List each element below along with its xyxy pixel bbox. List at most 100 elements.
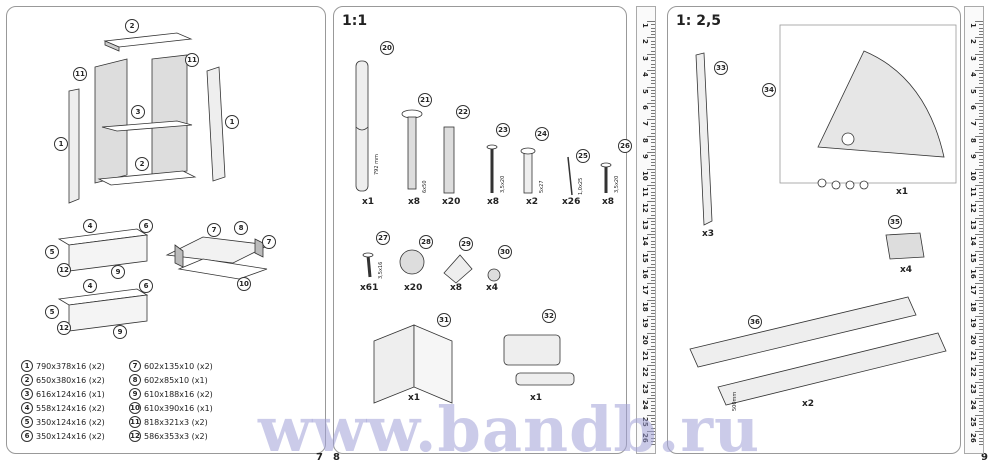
ruler-tick bbox=[979, 394, 983, 396]
callout-2-bottom: 2 bbox=[135, 157, 149, 171]
ruler-number: 10 bbox=[969, 170, 977, 181]
ruler-tick bbox=[979, 417, 983, 419]
ruler-tick bbox=[651, 240, 655, 242]
callout-drawer2-6: 6 bbox=[139, 279, 153, 293]
ruler-number: 7 bbox=[641, 121, 649, 127]
ruler-number: 16 bbox=[641, 269, 649, 279]
ruler-tick bbox=[979, 270, 983, 272]
ruler-tick bbox=[651, 178, 655, 180]
callout-22: 22 bbox=[456, 105, 470, 119]
ruler-tick bbox=[979, 112, 983, 114]
ruler-tick bbox=[651, 371, 655, 373]
ruler-tick bbox=[975, 267, 983, 268]
ruler-tick bbox=[651, 401, 655, 403]
ruler-tick bbox=[979, 342, 983, 344]
ruler-tick bbox=[979, 96, 983, 98]
page-number-left: 7 bbox=[316, 452, 323, 463]
dim-21: 6x50 bbox=[422, 180, 428, 193]
ruler-tick bbox=[647, 234, 655, 236]
ruler-tick bbox=[979, 214, 983, 216]
ruler-tick bbox=[975, 316, 983, 318]
ruler-tick bbox=[979, 319, 983, 321]
ruler-tick bbox=[979, 230, 983, 232]
ruler-tick bbox=[979, 345, 983, 347]
callout-2-top: 2 bbox=[125, 19, 139, 33]
ruler-tick bbox=[979, 371, 983, 373]
ruler-tick bbox=[979, 391, 983, 393]
callout-28: 28 bbox=[419, 235, 433, 249]
ruler-tick bbox=[651, 286, 655, 288]
ruler-tick bbox=[979, 293, 983, 295]
hardware-drawings-large bbox=[689, 24, 957, 406]
callout-34: 34 bbox=[762, 83, 776, 97]
ruler-tick bbox=[651, 289, 655, 291]
ruler-tick bbox=[979, 244, 983, 246]
ruler-tick bbox=[651, 273, 655, 275]
callout-tray-7b: 7 bbox=[262, 235, 276, 249]
ruler-tick bbox=[647, 168, 655, 170]
ruler-tick bbox=[651, 96, 655, 98]
ruler-tick bbox=[651, 204, 655, 206]
ruler-number: 14 bbox=[969, 236, 977, 246]
ruler-tick bbox=[979, 66, 983, 68]
ruler-tick bbox=[979, 188, 983, 190]
ruler-tick bbox=[647, 267, 655, 268]
ruler-tick bbox=[975, 185, 983, 186]
ruler-tick bbox=[979, 211, 983, 213]
ruler-tick bbox=[651, 145, 655, 147]
callout-11-right: 11 bbox=[185, 53, 199, 67]
cabinet-exploded-drawing bbox=[57, 32, 271, 332]
ruler-number: 13 bbox=[641, 219, 649, 230]
ruler-tick bbox=[979, 125, 983, 127]
callout-24: 24 bbox=[535, 127, 549, 141]
ruler-tick bbox=[651, 368, 655, 370]
ruler-tick bbox=[979, 93, 983, 95]
ruler-tick bbox=[651, 125, 655, 127]
dim-26: 3,5x20 bbox=[614, 175, 620, 193]
ruler-tick bbox=[979, 329, 983, 331]
ruler-tick bbox=[979, 181, 983, 183]
ruler-tick bbox=[975, 381, 983, 383]
ruler-tick bbox=[651, 34, 655, 36]
qty-36: x2 bbox=[802, 399, 815, 409]
ruler-tick bbox=[651, 427, 655, 429]
callout-drawer2-12: 12 bbox=[57, 321, 71, 335]
ruler-tick bbox=[979, 404, 983, 406]
ruler-tick bbox=[979, 358, 983, 360]
ruler-tick bbox=[651, 66, 655, 68]
ruler-number: 5 bbox=[969, 88, 977, 94]
qty-20: x1 bbox=[362, 197, 375, 207]
ruler-tick bbox=[651, 112, 655, 114]
ruler-tick bbox=[979, 148, 983, 150]
ruler-tick bbox=[651, 181, 655, 183]
dim-25: 1,0x25 bbox=[578, 177, 584, 195]
ruler-tick bbox=[647, 217, 655, 219]
ruler-tick bbox=[651, 322, 655, 324]
ruler-tick bbox=[651, 165, 655, 167]
ruler-number: 20 bbox=[641, 334, 649, 345]
callout-23: 23 bbox=[496, 123, 510, 137]
ruler-tick bbox=[651, 434, 655, 436]
dim-20: 792 mm bbox=[374, 154, 380, 175]
ruler-tick bbox=[979, 273, 983, 275]
ruler-tick bbox=[647, 86, 655, 88]
ruler-number: 21 bbox=[641, 351, 649, 361]
ruler-tick bbox=[975, 250, 983, 252]
ruler-tick bbox=[647, 103, 655, 104]
ruler-number: 1 bbox=[969, 23, 977, 28]
ruler-tick bbox=[979, 440, 983, 442]
ruler-tick bbox=[651, 253, 655, 255]
qty-25: x26 bbox=[562, 197, 581, 207]
ruler-tick bbox=[651, 388, 655, 390]
ruler-tick bbox=[651, 276, 655, 278]
ruler-tick bbox=[647, 381, 655, 383]
ruler-tick bbox=[651, 339, 655, 341]
ruler-tick bbox=[651, 247, 655, 249]
ruler-number: 11 bbox=[641, 187, 649, 197]
ruler-tick bbox=[975, 365, 983, 367]
ruler-tick bbox=[979, 57, 983, 59]
ruler-tick bbox=[979, 142, 983, 144]
